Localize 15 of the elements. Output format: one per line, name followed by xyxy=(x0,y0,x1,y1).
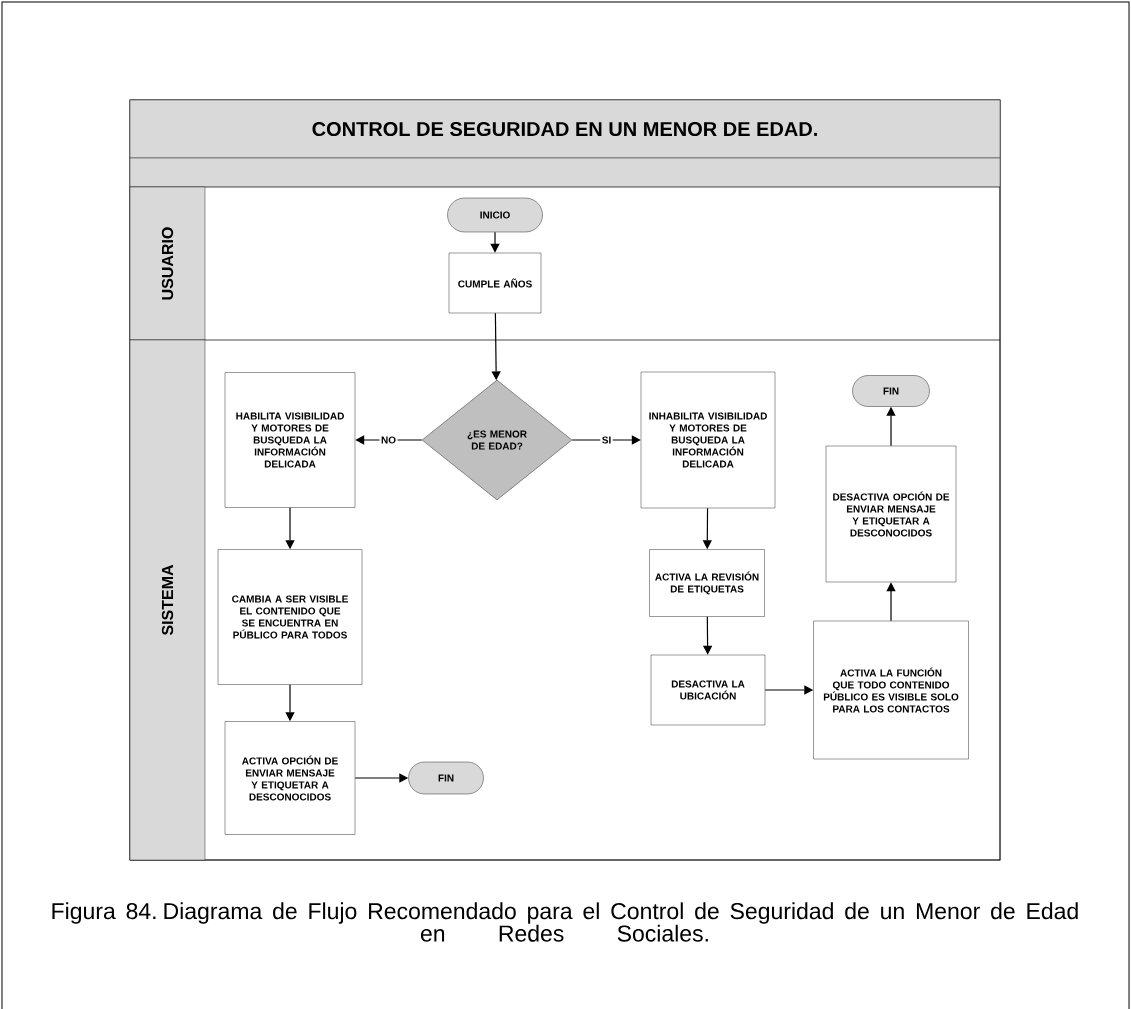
process-box: HABILITA VISIBILIDAD Y MOTORES DE BUSQUEDA LA INFORMACIÓN DELICADA xyxy=(224,372,356,508)
caption: Figura 84. Diagrama de Flujo Recomendado para el Control de Seguridad de un Menor de Edad en Redes Sociales. xyxy=(52,902,1078,942)
process-box: CUMPLE AÑOS xyxy=(448,252,542,314)
process-box: ACTIVA LA REVISIÓN DE ETIQUETAS xyxy=(649,549,765,617)
process-box: CAMBIA A SER VISIBLE EL CONTENIDO QUE SE ENCUENTRA EN PÚBLICO PARA TODOS xyxy=(217,549,363,685)
process-box: INHABILITA VISIBILIDAD Y MOTORES DE BUSQUEDA LA INFORMACIÓN DELICADA xyxy=(640,371,776,509)
arrow xyxy=(571,435,641,445)
arrow xyxy=(886,582,896,622)
process-box: DESACTIVA OPCIÓN DE ENVIAR MENSAJE Y ETIQUETAR A DESCONOCIDOS xyxy=(825,445,957,583)
edge-label: NO xyxy=(381,436,396,444)
arrow xyxy=(490,231,500,253)
edge-label: SI xyxy=(602,436,611,444)
process-box: ACTIVA LA FUNCIÓN QUE TODO CONTENIDO PÚBLICO ES VISIBLE SOLO PARA LOS CONTACTOS xyxy=(813,620,969,760)
process-box: ACTIVA OPCIÓN DE ENVIAR MENSAJE Y ETIQUETAR A DESCONOCIDOS xyxy=(224,721,356,835)
process-box: DESACTIVA LA UBICACIÓN xyxy=(650,654,766,726)
